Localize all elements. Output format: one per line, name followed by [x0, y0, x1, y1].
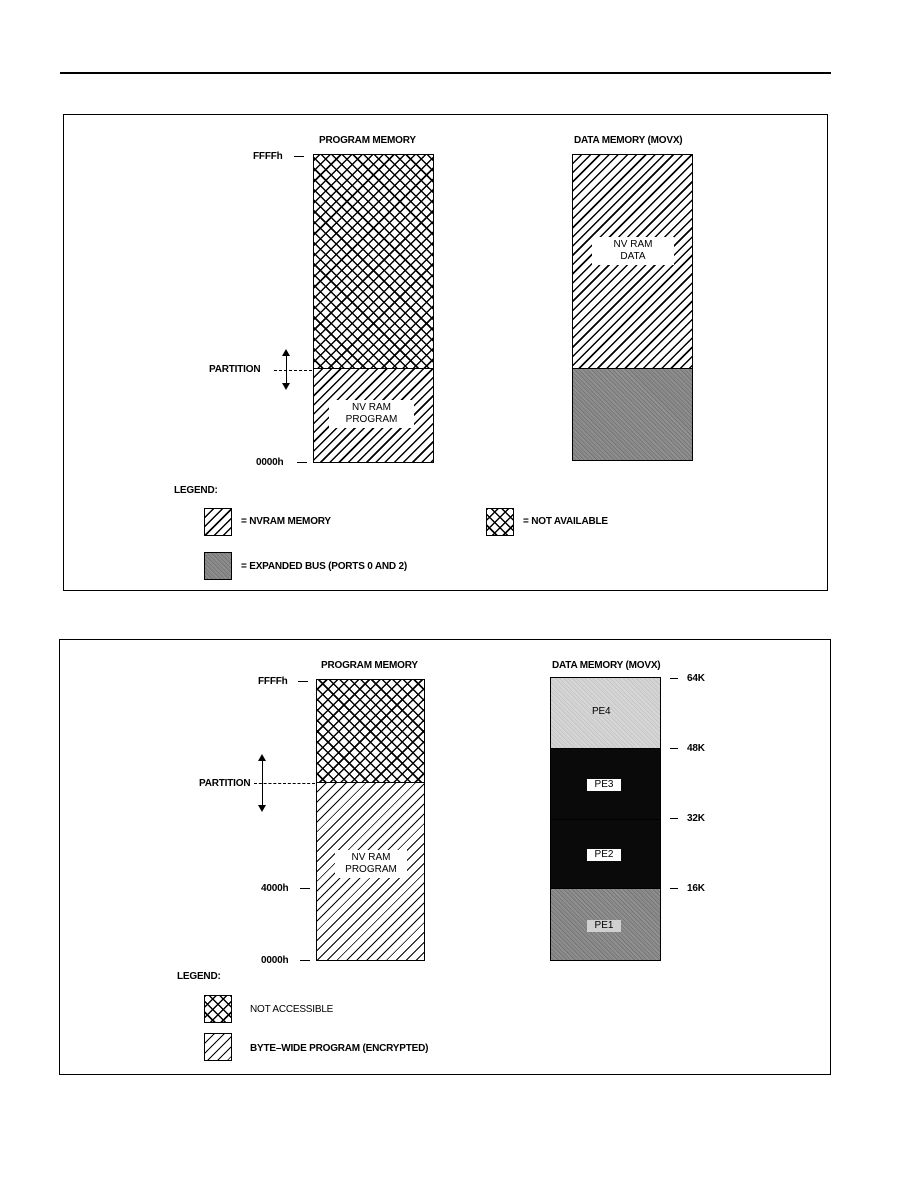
figure-2-panel: PROGRAM MEMORY DATA MEMORY (MOVX) FFFFh …: [59, 639, 831, 1075]
fig2-addr-4000: 4000h: [261, 883, 289, 894]
fig1-data-memory-title: DATA MEMORY (MOVX): [574, 135, 683, 146]
fig1-prog-label-2: PROGRAM: [345, 414, 398, 425]
fig2-prog-not-accessible: [316, 679, 425, 784]
fig2-addr-ffff: FFFFh: [258, 676, 288, 687]
fig2-tick-64k: [670, 678, 678, 679]
fig2-prog-label-2: PROGRAM: [345, 864, 397, 875]
fig2-label-32k: 32K: [687, 813, 705, 824]
fig2-legend-bw: BYTE–WIDE PROGRAM (ENCRYPTED): [250, 1043, 429, 1054]
fig1-data-expanded-bus: [572, 368, 693, 461]
fig2-tick-16k: [670, 888, 678, 889]
fig1-legend-swatch-nvram: [204, 508, 232, 536]
fig2-legend-swatch-bw: [204, 1033, 232, 1061]
fig1-addr-ffff: FFFFh: [253, 151, 283, 162]
fig1-program-memory-title: PROGRAM MEMORY: [319, 135, 416, 146]
fig2-data-pe4: [550, 677, 661, 750]
fig2-label-48k: 48K: [687, 743, 705, 754]
fig1-partition-arrow-down: [282, 383, 290, 390]
fig1-legend-title: LEGEND:: [174, 485, 218, 496]
fig2-data-memory-title: DATA MEMORY (MOVX): [552, 660, 661, 671]
fig2-addr-0000: 0000h: [261, 955, 289, 966]
fig1-tick-0000: [297, 462, 307, 463]
fig2-prog-label-1: NV RAM: [351, 852, 391, 863]
fig1-legend-bus: = EXPANDED BUS (PORTS 0 AND 2): [241, 561, 407, 572]
fig1-addr-0000: 0000h: [256, 457, 284, 468]
fig2-partition-arrow-shaft: [262, 760, 263, 808]
fig2-tick-32k: [670, 818, 678, 819]
fig2-tick-ffff: [298, 681, 308, 682]
fig1-tick-ffff: [294, 156, 304, 157]
fig1-partition-arrow-shaft: [286, 355, 287, 385]
fig1-legend-swatch-bus: [204, 552, 232, 580]
fig1-partition-arrow-up: [282, 349, 290, 356]
fig2-pe1-label: PE1: [587, 920, 621, 932]
header-rule: [60, 72, 831, 74]
fig2-label-16k: 16K: [687, 883, 705, 894]
fig2-partition-label: PARTITION: [199, 778, 251, 789]
fig1-legend-swatch-na: [486, 508, 514, 536]
fig2-tick-48k: [670, 748, 678, 749]
fig2-label-64k: 64K: [687, 673, 705, 684]
fig1-data-label-2: DATA: [620, 251, 646, 262]
fig2-program-memory-title: PROGRAM MEMORY: [321, 660, 418, 671]
fig2-tick-0000: [300, 960, 310, 961]
fig1-prog-nvram-label: NV RAM PROGRAM: [329, 400, 414, 428]
fig1-data-nvram-label: NV RAM DATA: [592, 237, 674, 265]
fig2-tick-4000: [300, 888, 310, 889]
fig1-partition-label: PARTITION: [209, 364, 261, 375]
fig1-legend-nvram: = NVRAM MEMORY: [241, 516, 331, 527]
fig1-partition-dash: [274, 370, 312, 371]
fig1-legend-na: = NOT AVAILABLE: [523, 516, 608, 527]
fig2-legend-swatch-na: [204, 995, 232, 1023]
fig2-legend-title: LEGEND:: [177, 971, 221, 982]
figure-1-panel: PROGRAM MEMORY DATA MEMORY (MOVX) FFFFh …: [63, 114, 828, 591]
fig1-data-label-1: NV RAM: [613, 239, 653, 250]
fig2-prog-nvram-label: NV RAM PROGRAM: [335, 850, 407, 878]
fig2-partition-dash: [254, 783, 315, 784]
fig2-pe3-label: PE3: [587, 779, 621, 791]
fig2-legend-na: NOT ACCESSIBLE: [250, 1004, 334, 1015]
fig1-prog-not-available: [313, 154, 434, 370]
fig2-pe4-label: PE4: [592, 706, 611, 717]
fig1-prog-label-1: NV RAM: [352, 402, 391, 413]
fig2-partition-arrow-up: [258, 754, 266, 761]
fig2-partition-arrow-down: [258, 805, 266, 812]
fig2-pe2-label: PE2: [587, 849, 621, 861]
